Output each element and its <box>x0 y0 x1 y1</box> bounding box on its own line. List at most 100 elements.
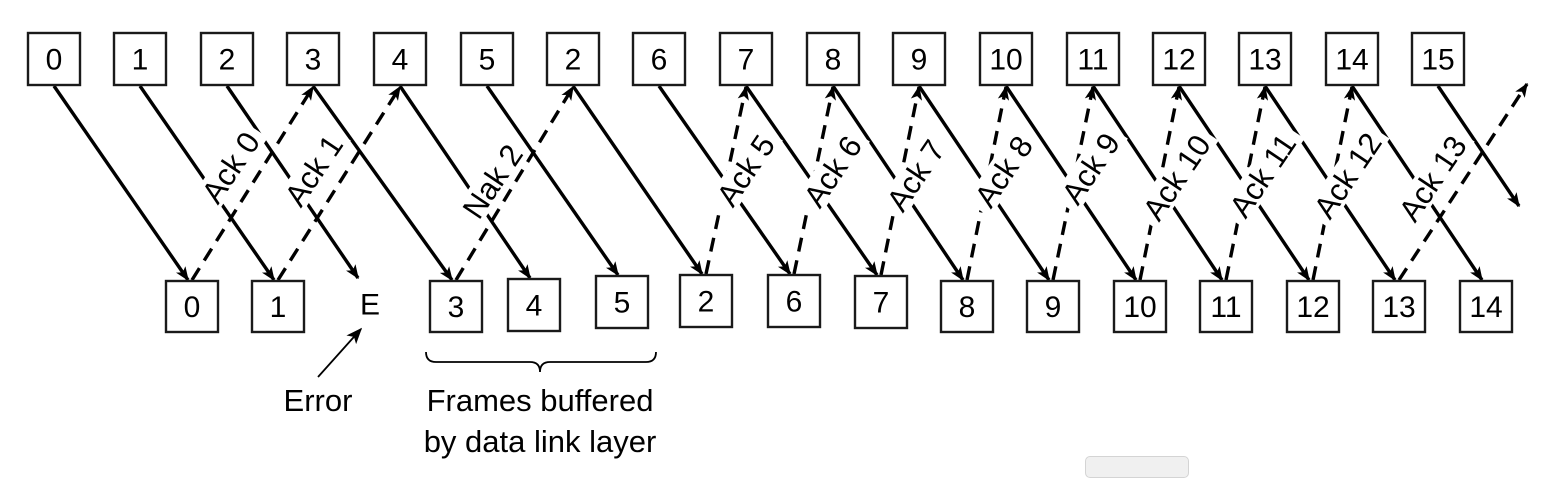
frame-box <box>805 31 861 87</box>
label-text: Ack 8 <box>968 130 1040 214</box>
receiver-frame: 7 <box>853 274 909 330</box>
frame-transmission-arrow <box>311 85 454 282</box>
frame-number: 0 <box>184 291 201 324</box>
sender-frame: 10 <box>978 31 1034 87</box>
label-background <box>1052 121 1128 215</box>
frame-number: 12 <box>1296 291 1329 324</box>
frame-box <box>1065 31 1121 87</box>
receiver-frame: 14 <box>1458 279 1514 334</box>
sender-frame: 14 <box>1324 31 1380 87</box>
buffered-label-line1: Frames buffered <box>427 383 654 418</box>
receiver-frame: 1 <box>250 279 306 334</box>
frame-number: 8 <box>959 291 976 324</box>
sender-frame: 12 <box>1151 31 1207 87</box>
ack-transmission-arrow <box>190 85 315 281</box>
frame-box <box>1410 31 1466 87</box>
frame-box <box>1458 279 1514 334</box>
frame-box <box>112 31 168 87</box>
sender-frame: 3 <box>285 31 341 87</box>
sender-frame: 15 <box>1410 31 1466 87</box>
receiver-frame: 6 <box>766 273 822 329</box>
receiver-frame: 13 <box>1371 279 1427 334</box>
frame-box <box>26 31 82 87</box>
frame-number: 11 <box>1210 291 1241 324</box>
frame-number: 14 <box>1335 44 1368 77</box>
receiver-frame: 5 <box>594 274 650 330</box>
label-text: Ack 6 <box>797 130 869 214</box>
frame-number: 5 <box>614 287 631 320</box>
receiver-frame: 8 <box>939 279 995 334</box>
ack-transmission-arrow <box>1397 82 1529 281</box>
frame-number: 5 <box>479 44 496 77</box>
buffered-annotation: Frames buffered by data link layer <box>424 351 657 459</box>
label-background <box>1219 121 1305 229</box>
frame-box <box>978 31 1034 87</box>
frame-transmission-arrow <box>485 85 620 277</box>
frame-number: 9 <box>1045 291 1062 324</box>
frame-box <box>678 273 734 329</box>
receiver-error-marker: E <box>360 289 380 322</box>
label-background <box>794 124 870 218</box>
frame-number: 2 <box>219 44 236 77</box>
error-marker: E <box>360 289 380 322</box>
frame-number: 10 <box>1123 291 1156 324</box>
ack-label: Ack 10 <box>1133 123 1219 231</box>
ack-transmission-arrow <box>454 85 575 281</box>
frame-box <box>1237 31 1293 87</box>
frame-box <box>1285 279 1341 334</box>
label-background <box>877 128 953 222</box>
frame-box <box>1324 31 1380 87</box>
label-background <box>192 120 268 214</box>
receiver-frame: 3 <box>428 279 484 334</box>
frame-number: 8 <box>825 44 842 77</box>
frame-number: 0 <box>46 44 63 77</box>
transmission-lines <box>52 82 1529 282</box>
receiver-frame: 10 <box>1112 279 1168 334</box>
frame-number: 2 <box>698 286 715 319</box>
sender-frame: 13 <box>1237 31 1293 87</box>
label-text: Ack 5 <box>710 129 782 213</box>
sender-frame: 7 <box>718 31 774 87</box>
sender-frame: 8 <box>805 31 861 87</box>
frame-box <box>1198 279 1254 334</box>
scroll-handle <box>1085 456 1189 478</box>
frame-box <box>1151 31 1207 87</box>
frame-box <box>891 31 947 87</box>
frame-box <box>164 279 220 334</box>
frame-box <box>506 277 562 333</box>
frame-box <box>545 31 601 87</box>
frame-box <box>594 274 650 330</box>
buffered-brace <box>425 351 657 373</box>
frame-box <box>372 31 428 87</box>
label-background <box>1133 123 1219 231</box>
label-background <box>454 134 530 228</box>
frame-number: 4 <box>392 44 409 77</box>
error-pointer-arrow <box>317 327 363 378</box>
frame-number: 15 <box>1421 44 1454 77</box>
ack-transmission-arrow <box>276 85 402 281</box>
label-background <box>707 123 783 217</box>
sender-frame: 11 <box>1065 31 1121 87</box>
frame-number: 14 <box>1469 291 1502 324</box>
sender-frame: 6 <box>631 31 687 87</box>
receiver-frame: 2 <box>678 273 734 329</box>
label-text: Ack 0 <box>195 126 267 210</box>
frame-box <box>631 31 687 87</box>
frame-box <box>1112 279 1168 334</box>
label-background <box>1304 121 1390 229</box>
label-background <box>965 124 1041 218</box>
frame-transmission-arrow <box>52 85 190 282</box>
label-background <box>275 123 351 217</box>
frame-number: 9 <box>911 44 928 77</box>
receiver-frame: 9 <box>1025 279 1081 334</box>
frame-transmission-arrow <box>398 85 532 280</box>
sender-frame: 4 <box>372 31 428 87</box>
frame-box <box>199 31 255 87</box>
ack-label: Ack 0 <box>192 120 268 214</box>
frame-box <box>459 31 515 87</box>
frame-number: 1 <box>132 44 149 77</box>
label-background <box>1389 124 1475 232</box>
